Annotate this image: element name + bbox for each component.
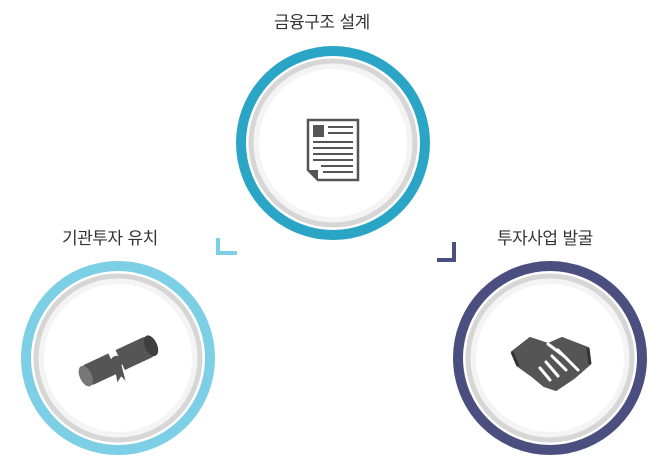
left-node-label: 기관투자 유치 <box>62 229 158 249</box>
handshake-icon <box>510 336 592 392</box>
left-node-circle <box>20 260 216 456</box>
right-connector-bracket <box>437 242 456 262</box>
document-icon <box>306 118 360 182</box>
right-node-circle <box>452 260 648 456</box>
diploma-scroll-icon <box>78 335 159 387</box>
top-node-label: 금융구조 설계 <box>274 13 370 33</box>
top-node-circle <box>235 45 431 241</box>
left-connector-bracket <box>216 238 237 255</box>
right-node-label: 투자사업 발굴 <box>497 229 593 249</box>
